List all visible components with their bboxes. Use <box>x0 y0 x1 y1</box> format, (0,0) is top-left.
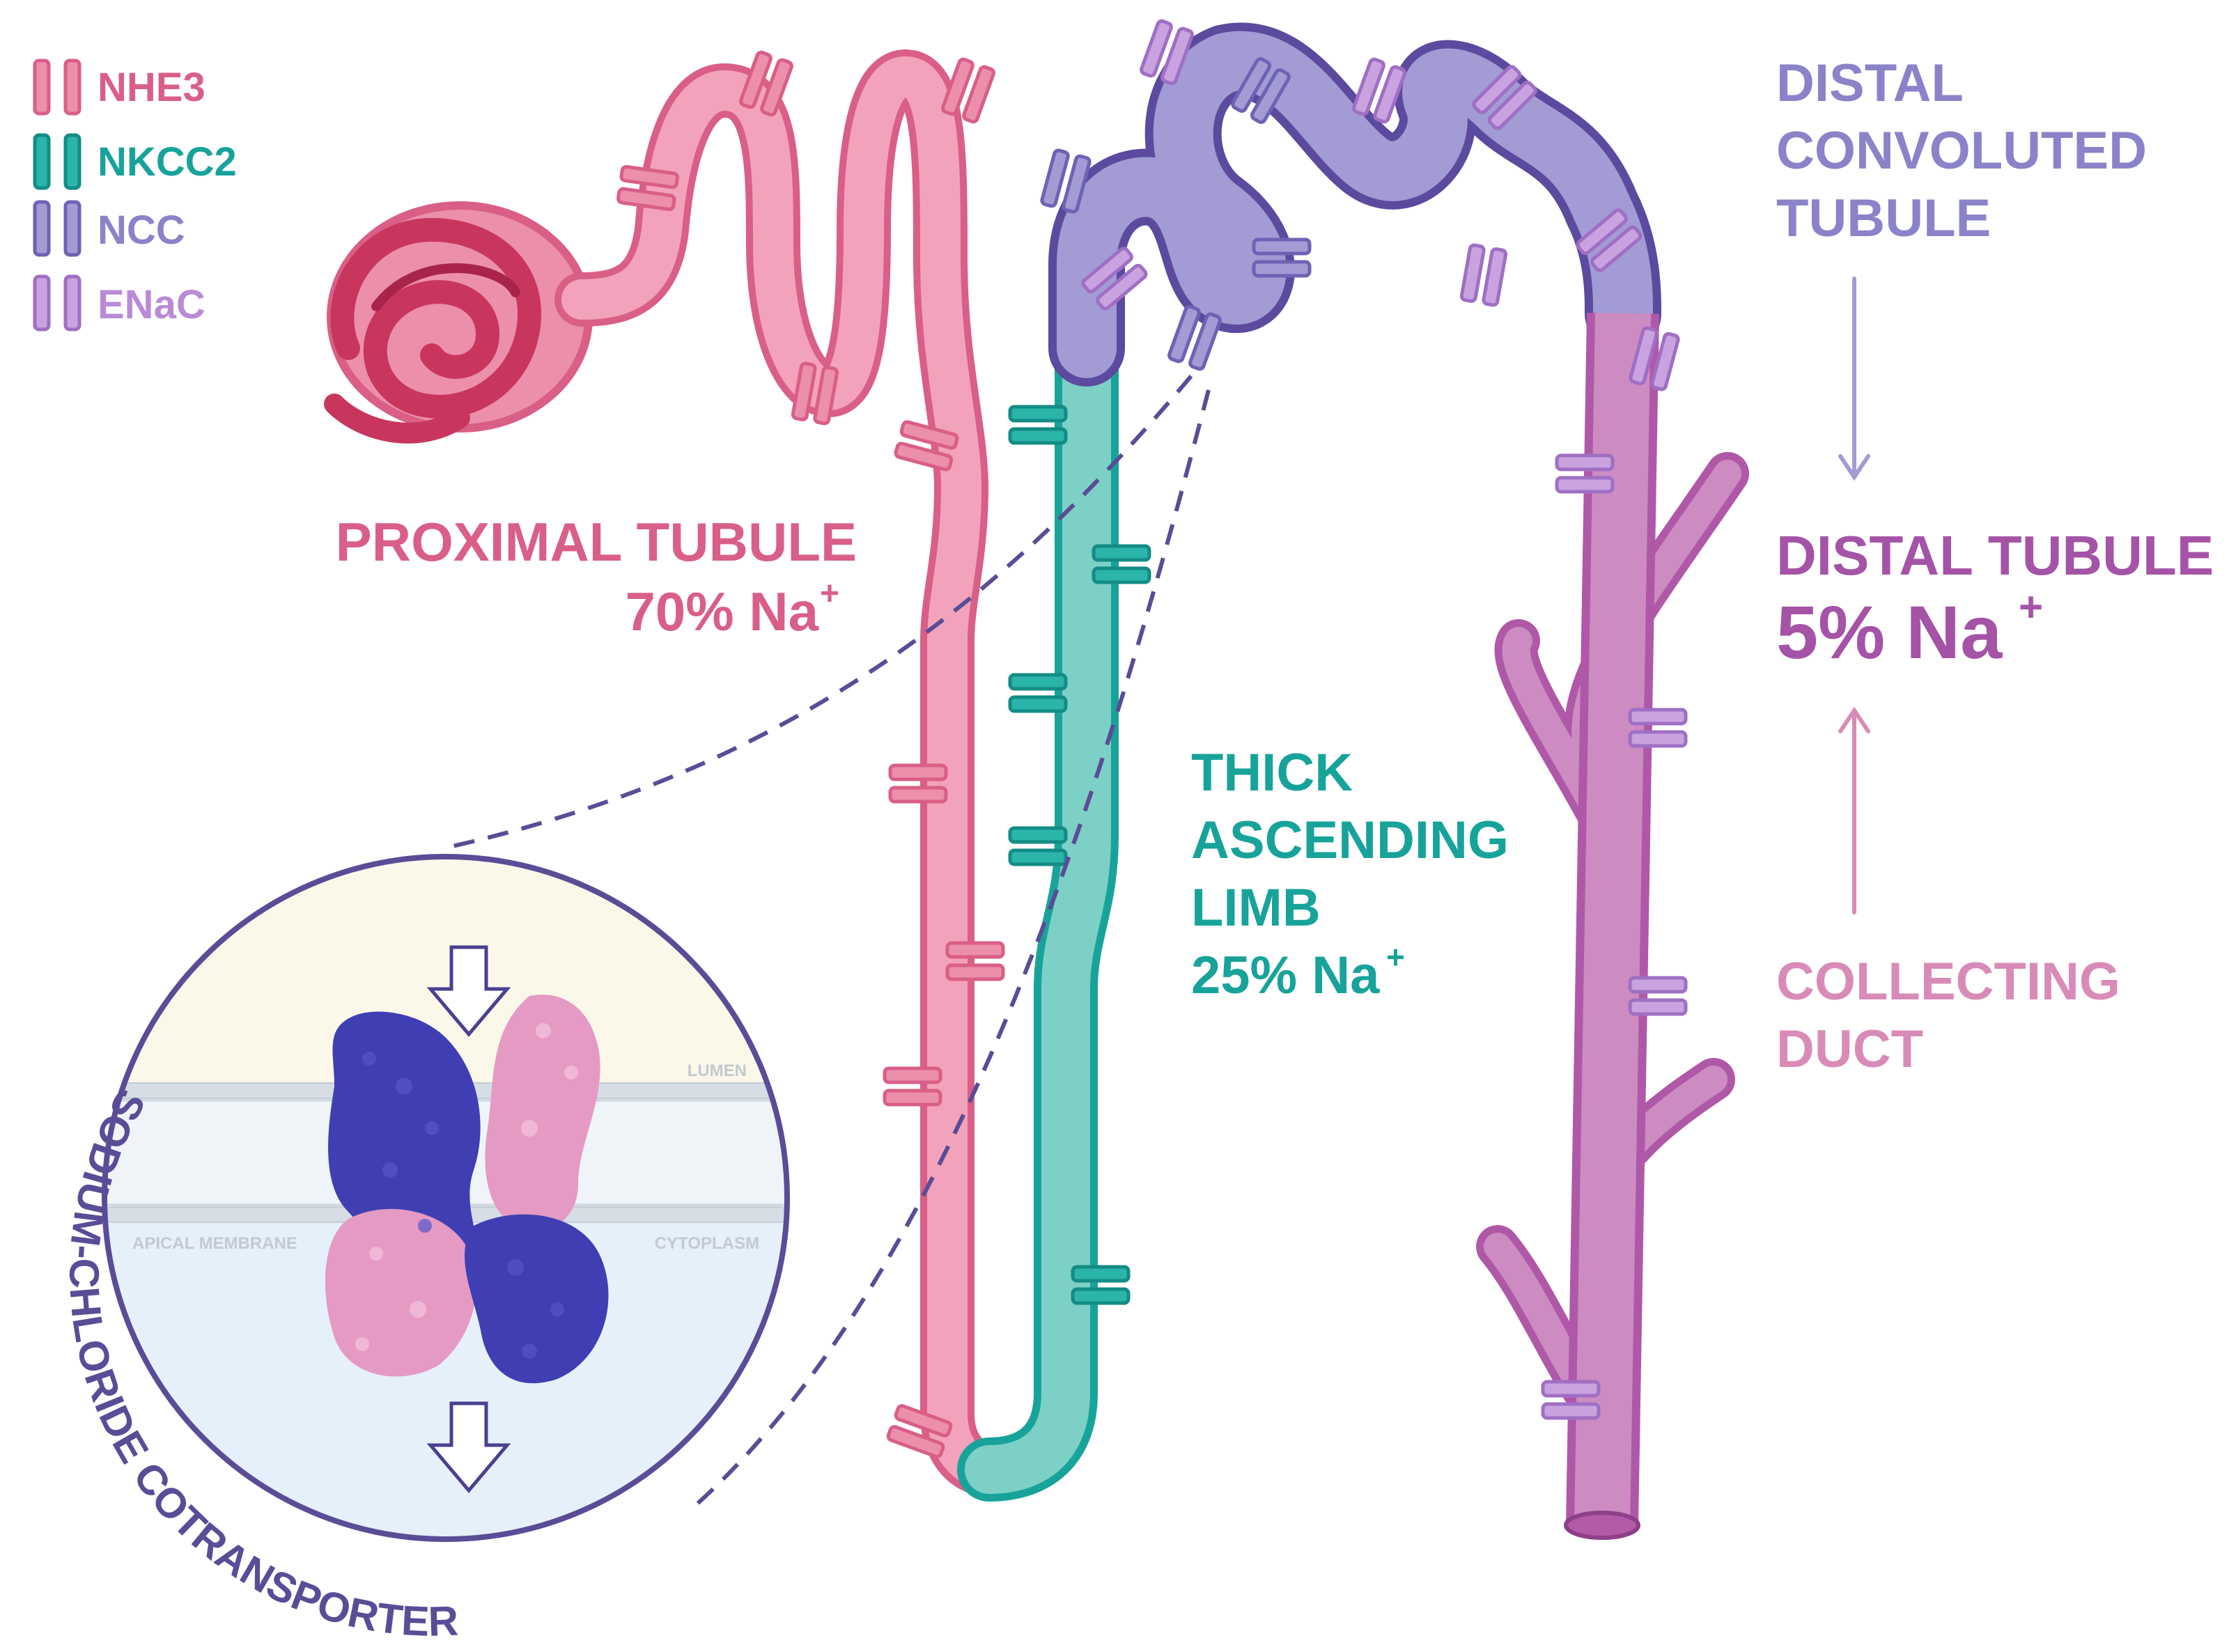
enac-transporter-icon <box>1555 453 1615 494</box>
enac-transporter-icon <box>1576 208 1643 272</box>
legend-item-ncc: NCC <box>33 200 185 257</box>
cd-line-2: DUCT <box>1776 1020 1923 1079</box>
cotransporter-protein <box>325 995 609 1384</box>
tal-percent-superscript: + <box>1386 939 1405 975</box>
nkcc2-transporter-icon <box>1092 544 1151 584</box>
tal-percent: 25% Na <box>1191 946 1380 1005</box>
tubule-transporters <box>616 19 1688 1458</box>
nhe3-transporter-icon <box>888 763 948 804</box>
apical-membrane-label: APICAL MEMBRANE <box>132 1234 297 1253</box>
enac-transporter-icon <box>1459 243 1508 307</box>
enac-transporter-icon <box>1628 708 1688 748</box>
zoom-lines <box>452 375 1211 1506</box>
legend-label-nhe3: NHE3 <box>98 65 205 110</box>
nkcc2-transporter-icon <box>1071 1265 1131 1305</box>
down-arrow-icon <box>426 1401 511 1493</box>
nhe3-transporter-icon <box>739 50 793 117</box>
legend-label-nkcc2: NKCC2 <box>98 139 237 185</box>
ncc-transporter-icon <box>1040 148 1092 214</box>
up-arrow-icon <box>1838 706 1870 914</box>
nkcc2-transporter-icon <box>33 133 81 190</box>
proximal-tubule-label: PROXIMAL TUBULE 70% Na + <box>336 511 857 642</box>
legend-label-ncc: NCC <box>98 208 185 253</box>
legend: NHE3 NKCC2 NCC ENaC <box>33 59 237 332</box>
proximal-tubule <box>554 49 1016 1497</box>
legend-item-nkcc2: NKCC2 <box>33 133 237 190</box>
ncc-transporter-icon <box>1167 304 1222 371</box>
ncc-transporter-icon <box>1252 237 1312 278</box>
dct-line-1: DISTAL <box>1776 54 1964 113</box>
ncc-transporter-icon <box>1231 57 1291 124</box>
nkcc2-transporter-icon <box>1008 673 1068 713</box>
enac-transporter-icon <box>33 274 81 332</box>
dct-label: DISTAL CONVOLUTED TUBULE <box>1776 54 2147 248</box>
dct-line-2: CONVOLUTED <box>1776 121 2147 180</box>
distal-percent-superscript: + <box>2019 584 2043 630</box>
nkcc2-transporter-icon <box>1008 405 1068 445</box>
nhe3-transporter-icon <box>945 941 1005 981</box>
nhe3-transporter-icon <box>941 57 995 124</box>
tal-line-3: LIMB <box>1191 878 1321 937</box>
tal-label: THICK ASCENDING LIMB 25% Na + <box>1191 743 1509 1005</box>
legend-item-enac: ENaC <box>33 274 205 332</box>
enac-transporter-icon <box>1081 247 1148 311</box>
tal-line-2: ASCENDING <box>1191 811 1509 870</box>
enac-transporter-icon <box>1140 19 1194 86</box>
distal-tubule-label: DISTAL TUBULE 5% Na + <box>1776 524 2214 674</box>
arrows <box>1838 276 1870 914</box>
glomerulus <box>324 201 593 444</box>
down-arrow-icon <box>1838 276 1870 481</box>
nhe3-transporter-icon <box>616 164 679 212</box>
enac-transporter-icon <box>1472 65 1537 130</box>
enac-transporter-icon <box>1541 1380 1601 1420</box>
nhe3-transporter-icon <box>886 1404 953 1458</box>
collecting-duct <box>1476 313 1749 1540</box>
thick-ascending-limb <box>957 316 1119 1502</box>
legend-item-nhe3: NHE3 <box>33 59 205 116</box>
distal-title: DISTAL TUBULE <box>1776 524 2214 586</box>
cd-line-1: COLLECTING <box>1776 952 2120 1011</box>
ncc-inset: LUMEN APICAL MEMBRANE CYTOPLASM SODIUM-C… <box>61 854 790 1645</box>
enac-transporter-icon <box>1352 57 1406 124</box>
nhe3-transporter-icon <box>894 420 959 472</box>
distal-percent: 5% Na <box>1776 590 2003 674</box>
lumen-label: LUMEN <box>688 1061 747 1080</box>
enac-transporter-icon <box>1629 326 1680 391</box>
proximal-title: PROXIMAL TUBULE <box>336 511 857 572</box>
proximal-percent: 70% Na <box>626 581 819 642</box>
down-arrow-icon <box>426 945 511 1037</box>
nhe3-transporter-icon <box>883 1066 942 1107</box>
collecting-duct-label: COLLECTING DUCT <box>1776 952 2120 1079</box>
tal-line-1: THICK <box>1191 743 1353 802</box>
dct-line-3: TUBULE <box>1776 189 1991 248</box>
nhe3-transporter-icon <box>791 361 839 426</box>
nhe3-transporter-icon <box>33 59 81 116</box>
cytoplasm-label: CYTOPLASM <box>655 1234 759 1253</box>
legend-label-enac: ENaC <box>98 282 205 327</box>
nkcc2-transporter-icon <box>1008 826 1068 866</box>
proximal-percent-superscript: + <box>820 575 839 612</box>
enac-transporter-icon <box>1628 976 1688 1016</box>
ncc-transporter-icon <box>33 200 81 257</box>
